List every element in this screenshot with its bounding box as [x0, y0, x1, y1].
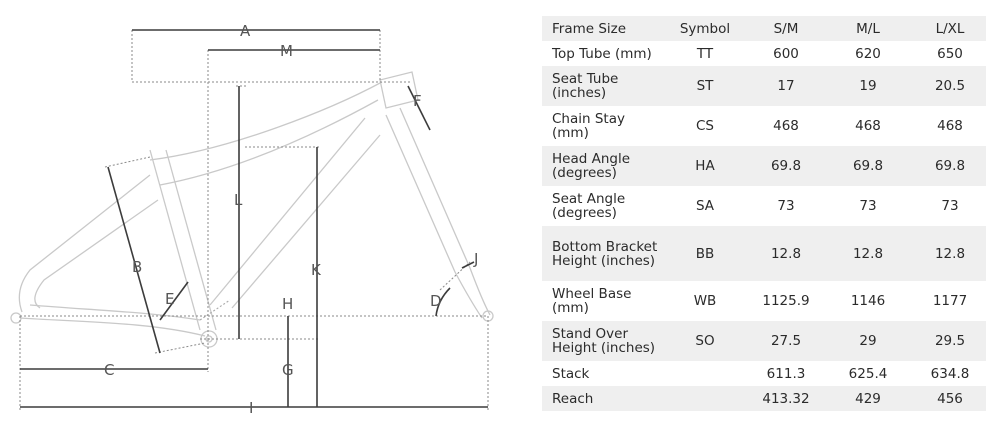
cell-value: 468 — [937, 118, 963, 134]
header-size-lxl: L/XL — [935, 20, 965, 37]
cell-value: 1125.9 — [762, 293, 810, 309]
row-symbol: SO — [695, 333, 715, 349]
label-d: D — [430, 292, 442, 310]
cell-value: 69.8 — [852, 158, 884, 174]
table-row: Seat Tube (inches) ST 17 19 20.5 — [542, 66, 986, 106]
row-symbol — [660, 361, 740, 386]
geometry-table: Frame Size Symbol S/M M/L L/XL Top Tube … — [542, 16, 986, 411]
row-symbol: HA — [695, 158, 715, 174]
row-name: Seat Angle (degrees) — [552, 191, 626, 221]
cell-value: 69.8 — [770, 158, 802, 174]
label-f: F — [413, 92, 422, 110]
table-row: Wheel Base (mm) WB 1125.9 1146 1177 — [542, 281, 986, 321]
label-j: J — [473, 250, 478, 268]
dimension-labels: A M F L K B E H J D C G I — [104, 22, 478, 417]
header-frame-size: Frame Size — [552, 20, 627, 37]
table-row: Head Angle (degrees) HA 69.8 69.8 69.8 — [542, 146, 986, 186]
cell-value: 29 — [859, 333, 877, 349]
cell-value: 73 — [777, 198, 795, 214]
label-i: I — [249, 399, 253, 417]
cell-value: 17 — [777, 78, 795, 94]
header-size-ml: M/L — [856, 20, 880, 37]
row-name: Stand Over Height (inches) — [552, 326, 656, 356]
cell-value: 12.8 — [852, 245, 884, 262]
cell-value: 29.5 — [934, 333, 966, 349]
row-name: Head Angle (degrees) — [552, 151, 631, 181]
dimension-lines — [20, 29, 488, 408]
row-symbol: CS — [696, 118, 714, 134]
label-c: C — [104, 361, 114, 379]
row-symbol: WB — [693, 293, 717, 309]
cell-value: 12.8 — [770, 245, 802, 262]
bike-frame-outline — [10, 71, 494, 348]
header-symbol: Symbol — [679, 20, 731, 37]
table-row: Reach 413.32 429 456 — [542, 386, 986, 411]
frame-geometry-diagram: A M F L K B E H J D C G I — [10, 22, 494, 417]
row-name: Seat Tube (inches) — [552, 71, 619, 101]
label-e: E — [165, 290, 174, 308]
row-symbol: ST — [696, 78, 714, 94]
row-name: Bottom Bracket Height (inches) — [552, 238, 658, 269]
label-m: M — [280, 42, 293, 60]
cell-value: 650 — [937, 45, 963, 62]
cell-value: 19 — [859, 78, 877, 94]
table-row: Stand Over Height (inches) SO 27.5 29 29… — [542, 321, 986, 361]
label-g: G — [282, 361, 294, 379]
cell-value: 429 — [855, 390, 881, 407]
label-b: B — [132, 258, 142, 276]
cell-value: 73 — [859, 198, 877, 214]
label-l: L — [234, 191, 243, 209]
table-row: Stack 611.3 625.4 634.8 — [542, 361, 986, 386]
cell-value: 69.8 — [934, 158, 966, 174]
cell-value: 27.5 — [770, 333, 802, 349]
cell-value: 20.5 — [934, 78, 966, 94]
reference-lines — [19, 30, 489, 410]
cell-value: 625.4 — [848, 365, 888, 382]
cell-value: 1146 — [850, 293, 886, 309]
cell-value: 468 — [773, 118, 799, 134]
cell-value: 73 — [941, 198, 959, 214]
cell-value: 413.32 — [762, 390, 810, 407]
row-symbol: SA — [695, 198, 715, 214]
table-header-row: Frame Size Symbol S/M M/L L/XL — [542, 16, 986, 41]
header-size-sm: S/M — [773, 20, 799, 37]
row-name: Chain Stay (mm) — [552, 111, 625, 141]
row-symbol: TT — [696, 45, 714, 62]
row-name: Wheel Base (mm) — [552, 286, 632, 316]
row-symbol — [660, 386, 740, 411]
row-name: Top Tube (mm) — [552, 45, 652, 62]
cell-value: 12.8 — [934, 245, 966, 262]
cell-value: 611.3 — [766, 365, 806, 382]
cell-value: 620 — [855, 45, 881, 62]
label-h: H — [282, 295, 293, 313]
cell-value: 1177 — [932, 293, 968, 309]
cell-value: 456 — [937, 390, 963, 407]
table-row: Bottom Bracket Height (inches) BB 12.8 1… — [542, 226, 986, 281]
row-name: Stack — [552, 365, 590, 382]
cell-value: 600 — [773, 45, 799, 62]
cell-value: 634.8 — [930, 365, 970, 382]
row-symbol: BB — [695, 245, 715, 262]
label-a: A — [240, 22, 251, 40]
table-row: Top Tube (mm) TT 600 620 650 — [542, 41, 986, 66]
row-name: Reach — [552, 390, 594, 407]
table-row: Chain Stay (mm) CS 468 468 468 — [542, 106, 986, 146]
label-k: K — [311, 261, 322, 279]
table-row: Seat Angle (degrees) SA 73 73 73 — [542, 186, 986, 226]
cell-value: 468 — [855, 118, 881, 134]
